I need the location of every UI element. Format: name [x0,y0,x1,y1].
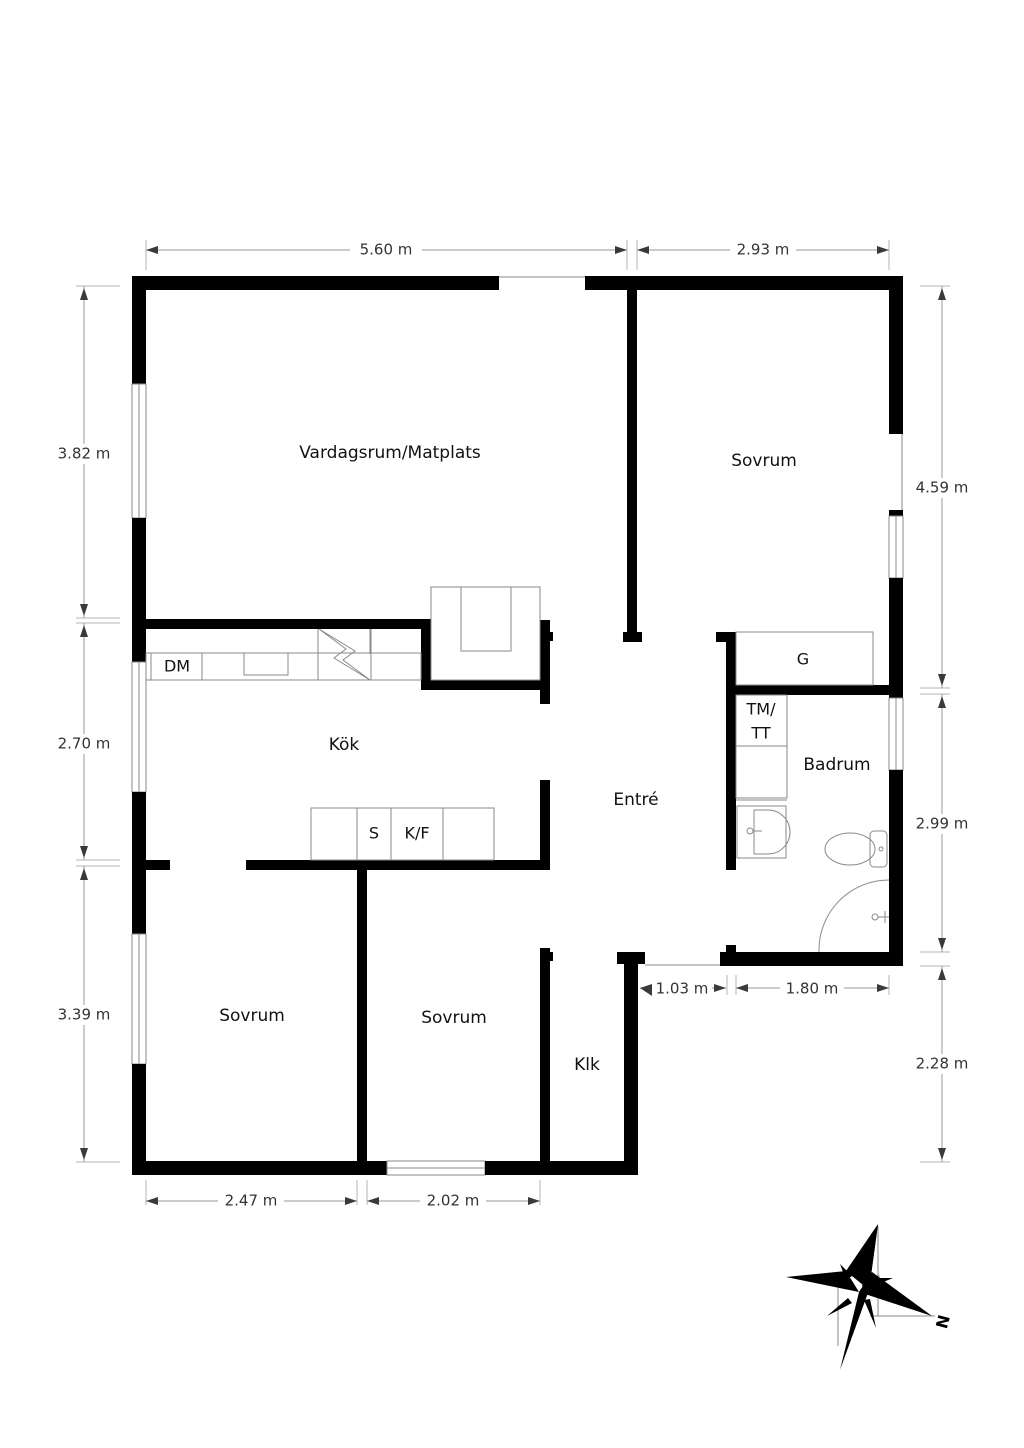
dimension-left-middle: 2.70 m [50,622,120,861]
room-label-bedroom-s: Sovrum [421,1008,487,1028]
dim-label-right-bottom: 2.28 m [916,1055,969,1073]
room-label-bedroom-ne: Sovrum [731,451,797,471]
dim-label-top-right: 2.93 m [737,241,790,259]
washbasin-icon [753,809,791,855]
dim-label-left-bottom: 3.39 m [58,1006,111,1024]
dimension-right-bottom: 2.28 m [910,965,976,1163]
dim-label-left-top: 3.82 m [58,445,111,463]
fridge-freezer-label: K/F [404,824,429,843]
room-label-kitchen: Kök [329,735,360,755]
sink-icon [243,652,289,676]
dim-label-right-middle: 2.99 m [916,815,969,833]
washbasin [736,805,787,859]
bathroom-fixtures: TM/ TT [735,694,890,953]
dimension-inner-bath: 1.80 m [735,975,890,998]
toilet-icon [824,830,888,868]
dimension-right-middle: 2.99 m [910,693,976,953]
room-label-closet: Klk [574,1055,600,1075]
interior-walls [146,290,894,1165]
room-label-bedroom-sw: Sovrum [219,1006,285,1026]
dimension-top-left: 5.60 m [145,240,628,270]
shower-icon [818,879,890,953]
dimension-inner-entry: 1.03 m [640,975,728,998]
dimension-left-top: 3.82 m [50,285,120,619]
compass-north-label: N [932,1313,954,1331]
room-labels: Vardagsrum/Matplats Sovrum Kök Entré Bad… [219,443,870,1075]
fireplace [430,586,541,681]
kitchen-top-counter: DM [145,628,422,681]
dim-label-inner-entry: 1.03 m [656,980,709,998]
dim-label-top-left: 5.60 m [360,241,413,259]
dimension-left-bottom: 3.39 m [50,865,120,1163]
dimension-bottom-left: 2.47 m [145,1180,358,1211]
dim-label-right-top: 4.59 m [916,479,969,497]
dim-label-bottom-left: 2.47 m [225,1192,278,1210]
dishwasher-label: DM [164,657,190,676]
stove-label: S [369,824,379,843]
dim-label-bottom-middle: 2.02 m [427,1192,480,1210]
dimension-right-top: 4.59 m [910,285,976,689]
electric-panel-icon [318,628,371,681]
wardrobe-label: G [797,650,809,669]
dimension-bottom-middle: 2.02 m [366,1180,541,1211]
dim-label-inner-bath: 1.80 m [786,980,839,998]
room-label-bathroom: Badrum [803,755,870,775]
exterior-walls [131,276,904,1176]
washer-label-line2: TT [750,724,770,743]
room-label-living: Vardagsrum/Matplats [299,443,481,463]
washer-label-line1: TM/ [746,700,777,719]
wardrobe: G [735,631,874,686]
dim-label-left-middle: 2.70 m [58,735,111,753]
room-label-entry: Entré [613,790,658,810]
compass-rose-icon: N [786,1224,954,1370]
kitchen-bottom-counter: S K/F [310,807,495,861]
dimension-top-right: 2.93 m [636,240,890,270]
